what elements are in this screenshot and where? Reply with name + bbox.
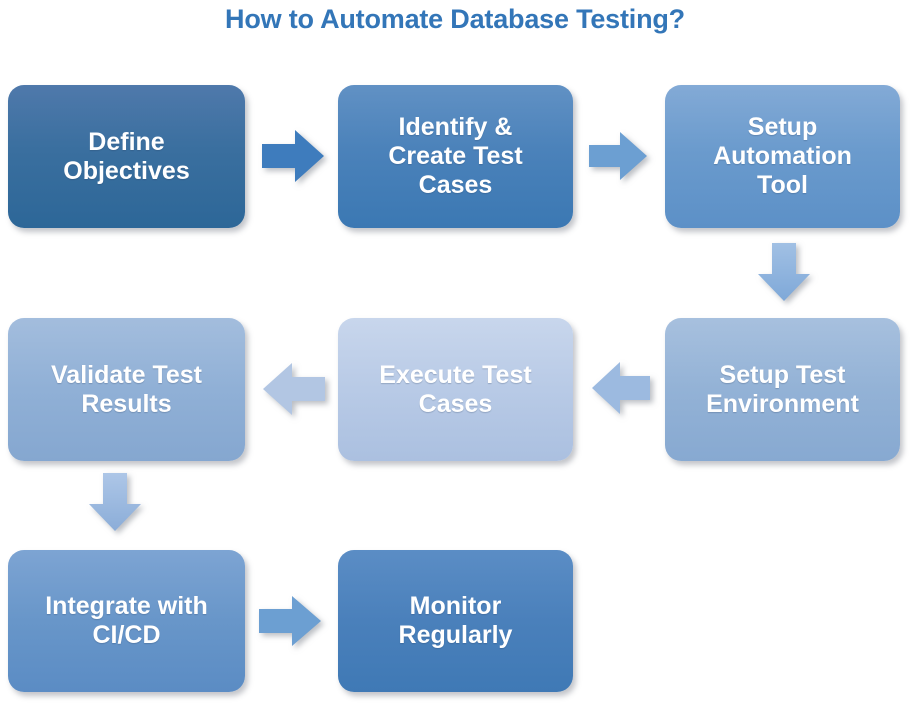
node-line-2: Cases — [418, 389, 493, 418]
node-line-1: Validate Test — [51, 360, 202, 389]
arrow-down-icon-validate-to-integrate — [87, 473, 142, 531]
arrow-down-icon-setup-automation-to-setup-environment — [757, 243, 811, 301]
arrow-left-icon-setup-environment-to-execute — [592, 358, 650, 418]
node-line-2: Results — [81, 389, 172, 418]
node-line-2: Create Test — [388, 142, 523, 170]
arrow-right-icon-define-to-identify — [262, 125, 324, 187]
node-line-1: Define — [88, 127, 165, 156]
arrow-right-icon-identify-to-setup-automation — [589, 128, 647, 184]
node-line-1: Identify & — [398, 113, 513, 141]
node-line-1: Monitor — [409, 592, 502, 620]
node-line-1: Setup — [747, 113, 818, 141]
page-title: How to Automate Database Testing? — [225, 4, 685, 34]
node-line-2: Objectives — [63, 156, 190, 185]
node-line-2: Environment — [706, 389, 859, 418]
arrow-left-icon-execute-to-validate — [263, 358, 325, 420]
node-line-3: Tool — [757, 171, 808, 199]
node-line-2: CI/CD — [92, 621, 161, 649]
node-line-1: Execute Test — [379, 360, 532, 389]
node-line-3: Cases — [418, 171, 493, 199]
node-line-1: Integrate with — [45, 592, 208, 620]
node-line-2: Regularly — [398, 621, 513, 649]
node-line-1: Setup Test — [719, 360, 846, 389]
arrow-right-icon-integrate-to-monitor — [259, 592, 321, 650]
node-line-2: Automation — [713, 142, 852, 170]
